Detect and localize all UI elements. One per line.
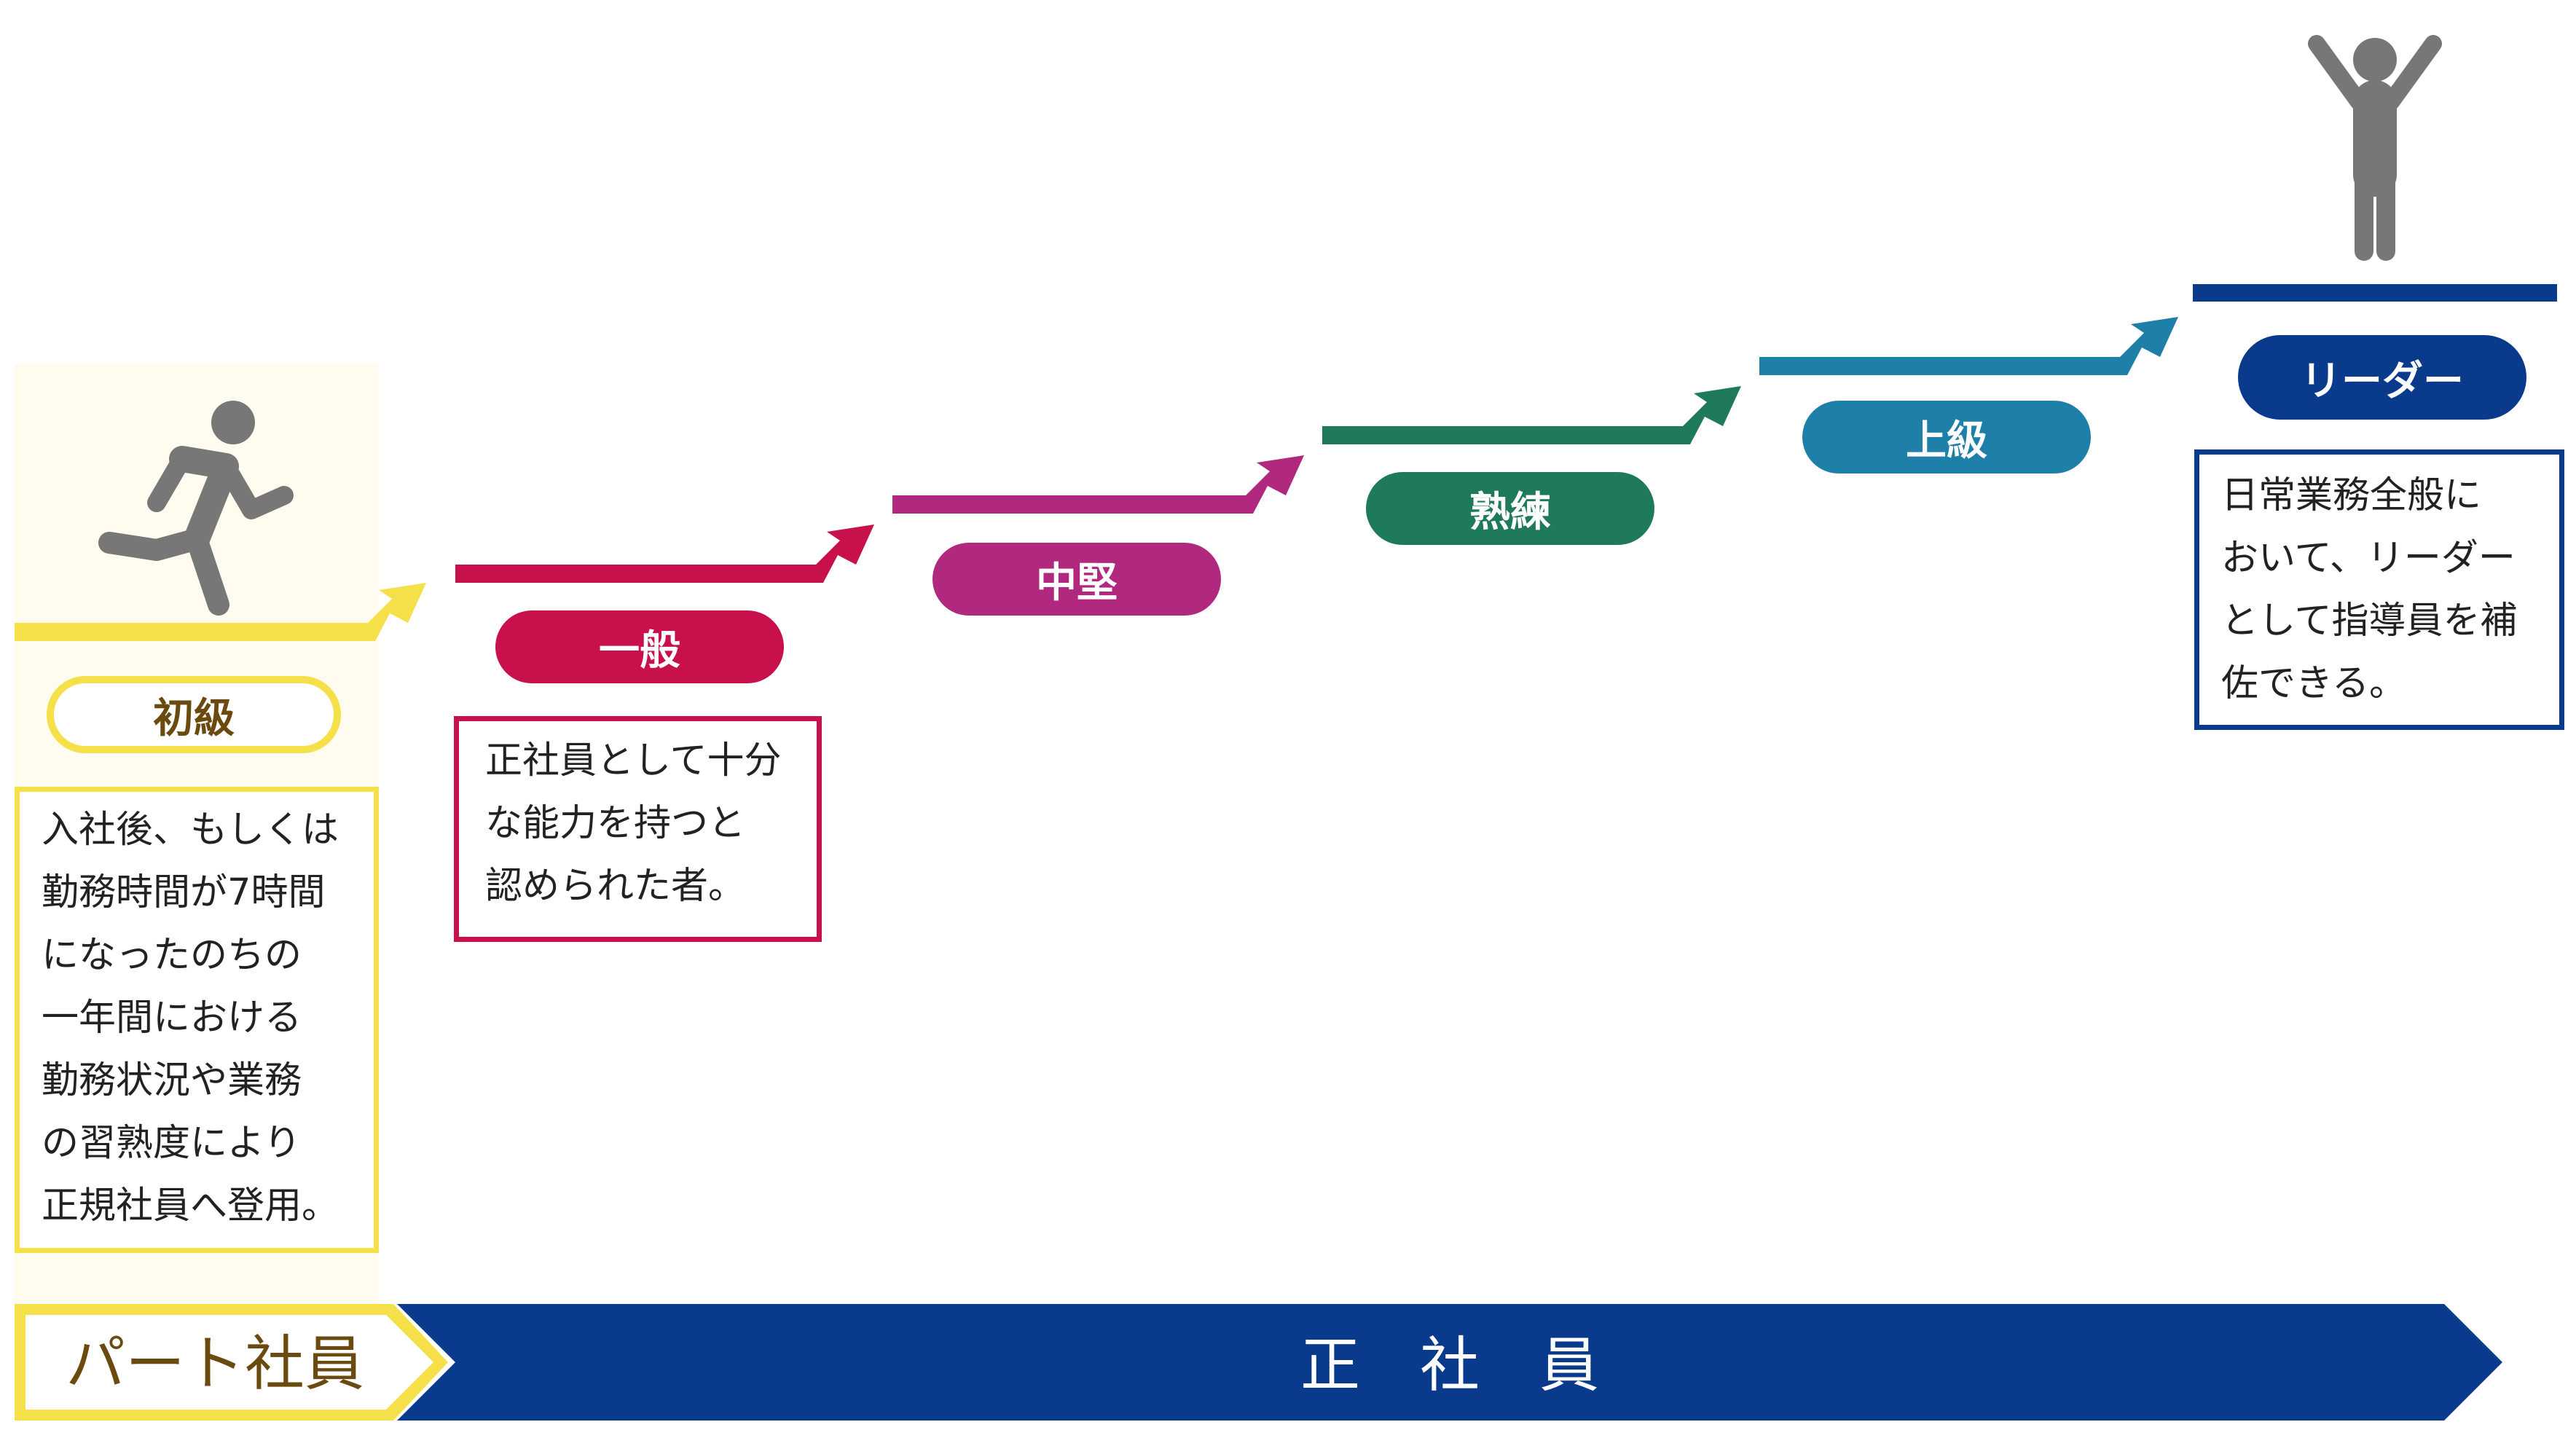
description-line: 勤務状況や業務: [42, 1059, 302, 1102]
description-line: な能力を持つと: [485, 802, 746, 845]
level-label-leader: リーダー: [2301, 357, 2464, 405]
description-line: 一年間における: [42, 997, 302, 1040]
description-shokyu: 入社後、もしくは 勤務時間が7時間 になったのちの 一年間における 勤務状況や業…: [15, 787, 379, 1253]
description-leader: 日常業務全般に おいて、リーダー として指導員を補 佐できる。: [2194, 449, 2564, 730]
level-badge-jukuren: 熟練: [1366, 472, 1654, 545]
description-line: 日常業務全般に: [2221, 474, 2482, 517]
description-line: 勤務時間が7時間: [42, 871, 326, 914]
description-line: の習熟度により: [42, 1122, 301, 1165]
level-badge-leader: リーダー: [2238, 335, 2526, 420]
raised-arms-person-icon: [2308, 35, 2442, 261]
description-line: 入社後、もしくは: [42, 809, 339, 852]
step-arrow-chuken: [892, 455, 1304, 514]
runner-icon: [98, 401, 294, 616]
leader-platform: [2193, 284, 2557, 302]
level-badge-jokyu: 上級: [1802, 401, 2091, 474]
level-label-chuken: 中堅: [1036, 559, 1118, 607]
step-arrow-ippan: [455, 525, 874, 583]
level-badge-shokyu: 初級: [47, 676, 341, 753]
level-label-ippan: 一般: [599, 626, 680, 675]
description-line: 正社員として十分: [485, 739, 782, 782]
level-badge-chuken: 中堅: [932, 543, 1221, 616]
seishain-label: 正 社 員: [1300, 1331, 1599, 1400]
description-line: 認められた者。: [485, 865, 746, 908]
level-badge-ippan: 一般: [495, 610, 784, 683]
part-label: パート社員: [66, 1329, 364, 1399]
description-line: として指導員を補: [2221, 600, 2518, 643]
seishain-arrow: [397, 1304, 2502, 1421]
description-line: になったのちの: [42, 934, 302, 977]
step-arrow-shokyu: [15, 583, 426, 641]
level-label-shokyu: 初級: [153, 694, 235, 742]
description-line: 佐できる。: [2221, 662, 2406, 705]
step-arrow-jokyu: [1759, 317, 2178, 375]
part-arrow: [15, 1304, 448, 1421]
step-arrow-jukuren: [1322, 386, 1741, 444]
description-line: 正規社員へ登用。: [42, 1185, 339, 1227]
description-ippan: 正社員として十分 な能力を持つと 認められた者。: [454, 716, 822, 942]
description-line: おいて、リーダー: [2221, 537, 2516, 580]
level-label-jokyu: 上級: [1906, 417, 1987, 465]
level-label-jukuren: 熟練: [1469, 488, 1551, 536]
